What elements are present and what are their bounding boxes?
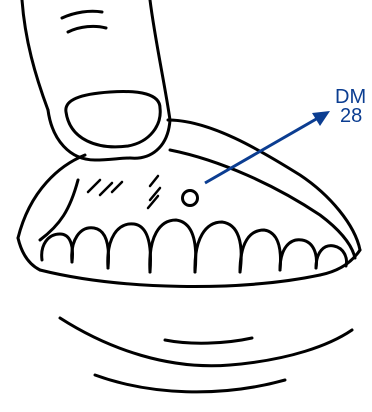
mouth-icon xyxy=(18,120,360,392)
point-label-line1: DM xyxy=(335,87,366,107)
lower-teeth-edge xyxy=(165,338,252,343)
tooth xyxy=(72,228,109,268)
tooth xyxy=(195,222,241,272)
finger-crease-2 xyxy=(68,26,106,32)
finger-crease-1 xyxy=(62,11,102,18)
tooth xyxy=(280,240,316,270)
hatch-mark xyxy=(88,180,100,192)
upper-lip-outline xyxy=(18,155,85,238)
arrow-icon xyxy=(205,111,330,183)
arrow-shaft xyxy=(205,118,318,183)
hatch-mark xyxy=(150,176,158,186)
lower-lip-bottom xyxy=(95,375,285,392)
finger-icon xyxy=(22,0,170,160)
finger-outline-left xyxy=(22,0,48,110)
upper-teeth xyxy=(42,220,347,272)
hatch-mark xyxy=(100,183,112,195)
acupoint-circle xyxy=(183,191,198,206)
finger-tip xyxy=(48,110,130,160)
tooth xyxy=(42,234,73,262)
lower-lip-inner xyxy=(40,270,320,286)
tooth xyxy=(150,220,196,272)
mouth-left-corner xyxy=(18,238,40,270)
hatch-mark xyxy=(112,182,122,192)
tooth xyxy=(108,224,151,272)
palate-marks xyxy=(88,176,198,208)
palate-line xyxy=(40,180,78,240)
tooth xyxy=(240,230,280,272)
point-label-line2: 28 xyxy=(340,106,362,126)
fingernail xyxy=(66,92,160,147)
tooth xyxy=(316,246,347,268)
